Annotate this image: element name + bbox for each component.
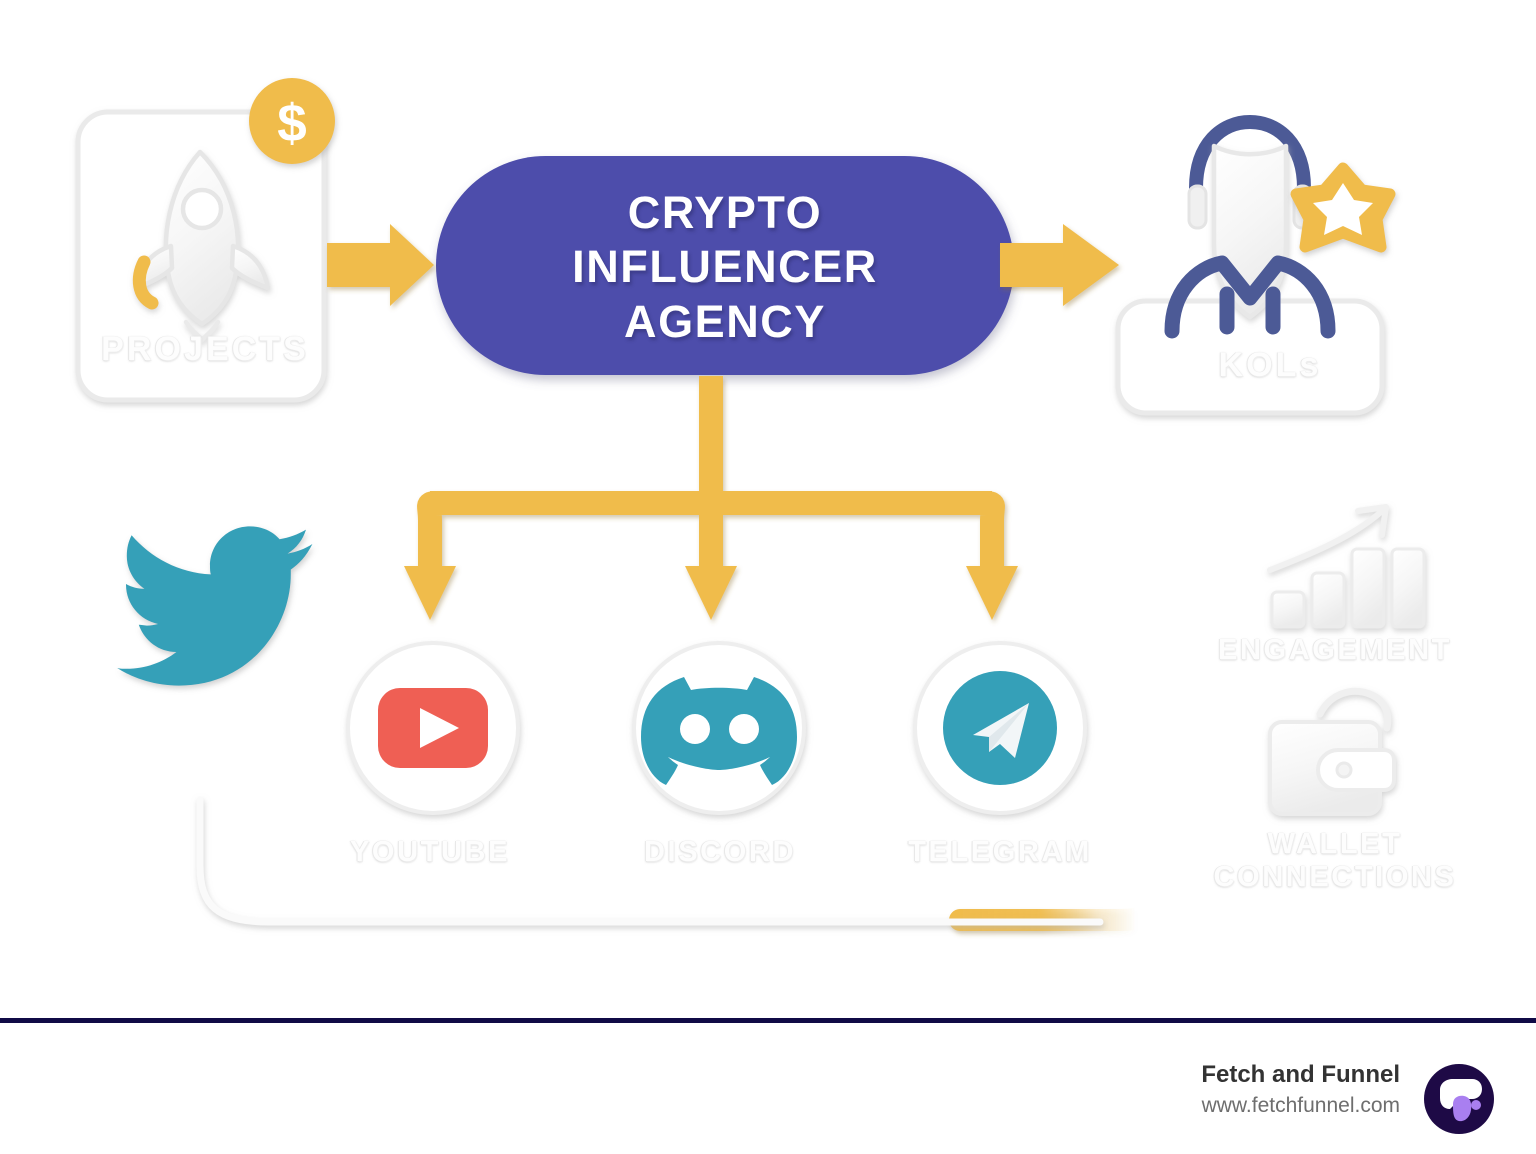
youtube-icon (378, 688, 488, 768)
arrow-projects-to-agency (327, 224, 434, 306)
projects-node[interactable]: $ (75, 78, 335, 403)
arrow-agency-to-channels (404, 376, 1018, 620)
discord-node[interactable] (632, 641, 806, 815)
discord-icon (641, 677, 797, 785)
engagement-node (1267, 504, 1426, 629)
arrow-agency-to-kols (1000, 224, 1119, 306)
kols-node[interactable] (1115, 114, 1396, 416)
footer-divider (0, 1018, 1536, 1023)
rocket-icon (132, 149, 271, 345)
dollar-coin-icon: $ (249, 78, 335, 164)
fetch-funnel-logo-icon (1424, 1064, 1494, 1134)
footer-brand: Fetch and Funnel (1201, 1061, 1400, 1088)
twitter-icon[interactable] (117, 526, 313, 686)
agency-node[interactable] (436, 156, 1014, 375)
telegram-icon (943, 671, 1057, 785)
feedback-loop-yellow (949, 401, 1254, 931)
feedback-loop-ghost (196, 796, 1104, 926)
svg-text:$: $ (277, 94, 306, 153)
telegram-node[interactable] (913, 641, 1087, 815)
footer-text-block: Fetch and Funnel www.fetchfunnel.com (1201, 1059, 1400, 1121)
footer-url[interactable]: www.fetchfunnel.com (1201, 1094, 1400, 1118)
wallet-node (1268, 687, 1396, 816)
influencer-person-icon (1164, 114, 1336, 339)
wallet-icon (1268, 687, 1396, 816)
star-badge-icon (1290, 162, 1396, 253)
bar-chart-growth-icon (1267, 504, 1426, 629)
youtube-node[interactable] (346, 641, 520, 815)
agency-pill (436, 156, 1014, 375)
